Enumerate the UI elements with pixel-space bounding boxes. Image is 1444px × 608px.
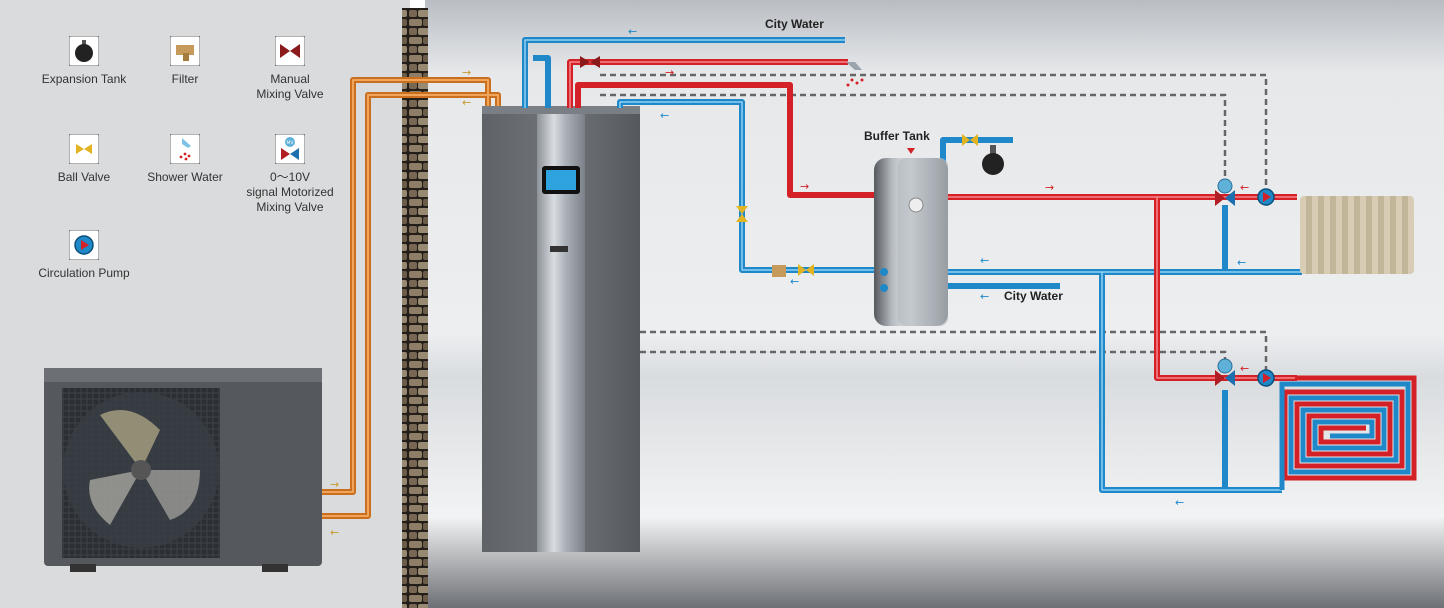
motorized-mixing-valve-radiator (1215, 178, 1235, 206)
svg-text:←: ← (330, 526, 339, 539)
svg-text:→: → (330, 478, 339, 491)
legend-circulation-pump: Circulation Pump (24, 230, 144, 281)
svg-text:←: ← (628, 25, 637, 38)
ball-valve-return (798, 264, 814, 276)
manual-mixing-valve (580, 56, 600, 68)
indoor-unit (482, 106, 640, 552)
buffer-tank-label: Buffer Tank (864, 129, 930, 143)
svg-text:←: ← (1175, 496, 1184, 509)
city-water-label-top: City Water (765, 17, 824, 31)
circulation-pump-floor (1257, 369, 1275, 387)
refrigerant-pipes (322, 77, 501, 519)
svg-text:→: → (665, 66, 674, 79)
stone-wall (402, 8, 428, 608)
filter-icon (170, 36, 200, 66)
legend-label-filter: Filter (171, 72, 199, 86)
svg-text:←: ← (1240, 362, 1249, 375)
legend-label-ball-valve: Ball Valve (57, 170, 111, 184)
legend-filter: Filter (125, 36, 245, 87)
outdoor-heat-pump-unit (44, 368, 322, 572)
flow-arrows: ← → → → ← ← ← ← ← ← ← ← → ← → ← (330, 25, 1249, 539)
motorized-mixing-valve-icon: MV (275, 134, 305, 164)
legend-motorized-mixing-valve: MV 0～10V signal Motorized Mixing Valve (222, 134, 358, 215)
svg-text:←: ← (980, 254, 989, 267)
city-water-label-tank: City Water (1004, 289, 1063, 303)
radiator (1300, 196, 1414, 274)
svg-text:←: ← (790, 275, 799, 288)
legend-label-motorized-mixing-valve: 0～10V signal Motorized Mixing Valve (246, 170, 334, 214)
legend-manual-mixing-valve: Manual Mixing Valve (230, 36, 350, 102)
ball-valve-buffer (962, 134, 978, 146)
svg-text:←: ← (980, 290, 989, 303)
svg-text:→: → (1045, 181, 1054, 194)
legend-label-circulation-pump: Circulation Pump (38, 266, 130, 280)
expansion-tank-icon (69, 36, 99, 66)
ball-valve-icon (69, 134, 99, 164)
manual-mixing-valve-icon (275, 36, 305, 66)
svg-text:←: ← (1237, 256, 1246, 269)
ball-valve-bypass (736, 206, 748, 222)
buffer-tank (874, 148, 948, 326)
svg-text:←: ← (660, 109, 669, 122)
mv-tag: MV (287, 140, 295, 146)
motorized-mixing-valve-floor (1215, 358, 1235, 386)
svg-text:←: ← (462, 96, 471, 109)
legend-ball-valve: Ball Valve (24, 134, 144, 185)
circulation-pump-radiator (1257, 188, 1275, 206)
control-signal-lines (600, 73, 1268, 375)
buffer-tank-marker (907, 148, 915, 154)
shower-head (846, 62, 864, 87)
legend-label-expansion-tank: Expansion Tank (41, 72, 127, 86)
svg-text:→: → (462, 66, 471, 79)
circulation-pump-icon (69, 230, 99, 260)
floor-heating-coil (1279, 375, 1417, 490)
legend-label-shower-water: Shower Water (147, 170, 223, 184)
svg-text:←: ← (1240, 181, 1249, 194)
legend-shower-water: Shower Water (125, 134, 245, 185)
filter (772, 265, 786, 277)
legend-expansion-tank: Expansion Tank (24, 36, 144, 87)
legend-label-manual-mixing-valve: Manual Mixing Valve (256, 72, 324, 101)
expansion-tank (982, 145, 1004, 175)
shower-icon (170, 134, 200, 164)
svg-text:→: → (800, 180, 809, 193)
